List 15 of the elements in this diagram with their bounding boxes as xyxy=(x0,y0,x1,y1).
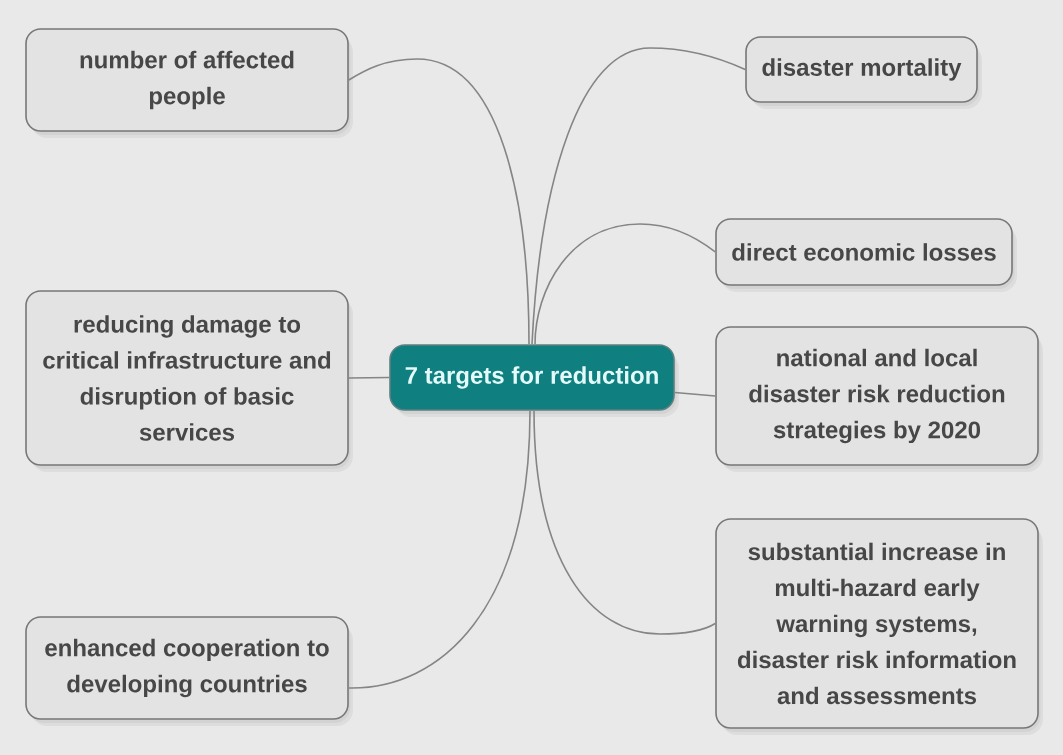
subtopic-box: national and local disaster risk reduction strategies by 2020 xyxy=(715,326,1043,472)
branch-line xyxy=(534,223,716,345)
branch-line xyxy=(348,410,531,689)
branch-line xyxy=(348,58,530,345)
subtopic-box: reducing damage to critical infrastructure and disruption of basic services xyxy=(25,290,353,472)
subtopic-box: number of affected people xyxy=(25,28,353,138)
topic-box: 7 targets for reduction xyxy=(389,344,679,417)
branch-line xyxy=(674,391,716,397)
branch-line xyxy=(533,410,716,635)
branch-line xyxy=(531,47,746,345)
subtopic-box: substantial increase in multi-hazard early warning systems, disaster risk information and assessments xyxy=(715,518,1043,735)
subtopic-box: direct economic losses xyxy=(715,218,1017,292)
subtopic-box: disaster mortality xyxy=(745,36,982,109)
branch-line xyxy=(348,376,390,379)
subtopic-box: enhanced cooperation to developing countries xyxy=(25,616,353,726)
